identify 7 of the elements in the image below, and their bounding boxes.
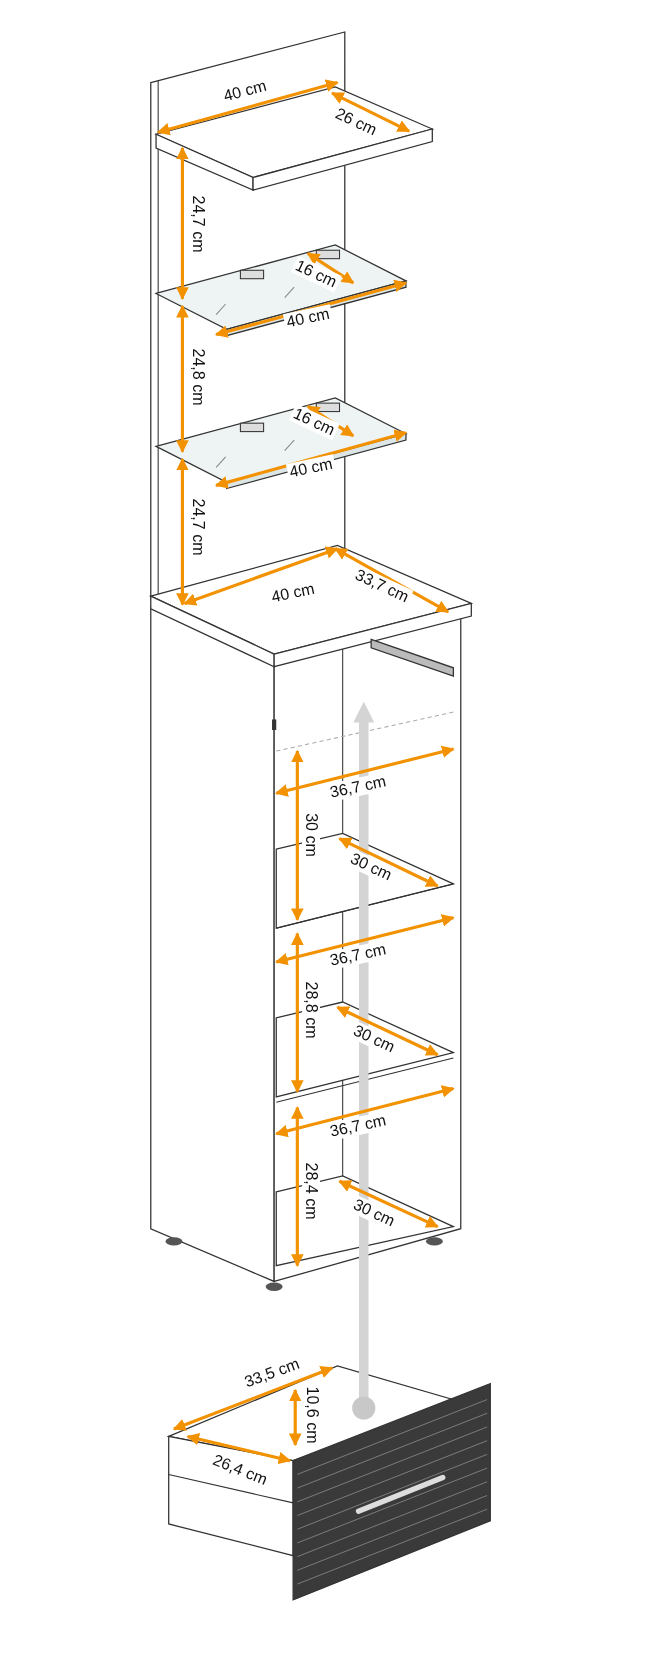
dimension-label: 24,7 cm [189,193,208,254]
dimension-label: 10,6 cm [303,1384,322,1446]
dimension-label: 28,4 cm [302,1161,321,1222]
dimension-label: 24,7 cm [189,496,208,558]
dimension-label: 30 cm [302,811,321,859]
dimension-label: 28,8 cm [302,979,321,1041]
dimension-label: 24,8 cm [189,347,208,408]
